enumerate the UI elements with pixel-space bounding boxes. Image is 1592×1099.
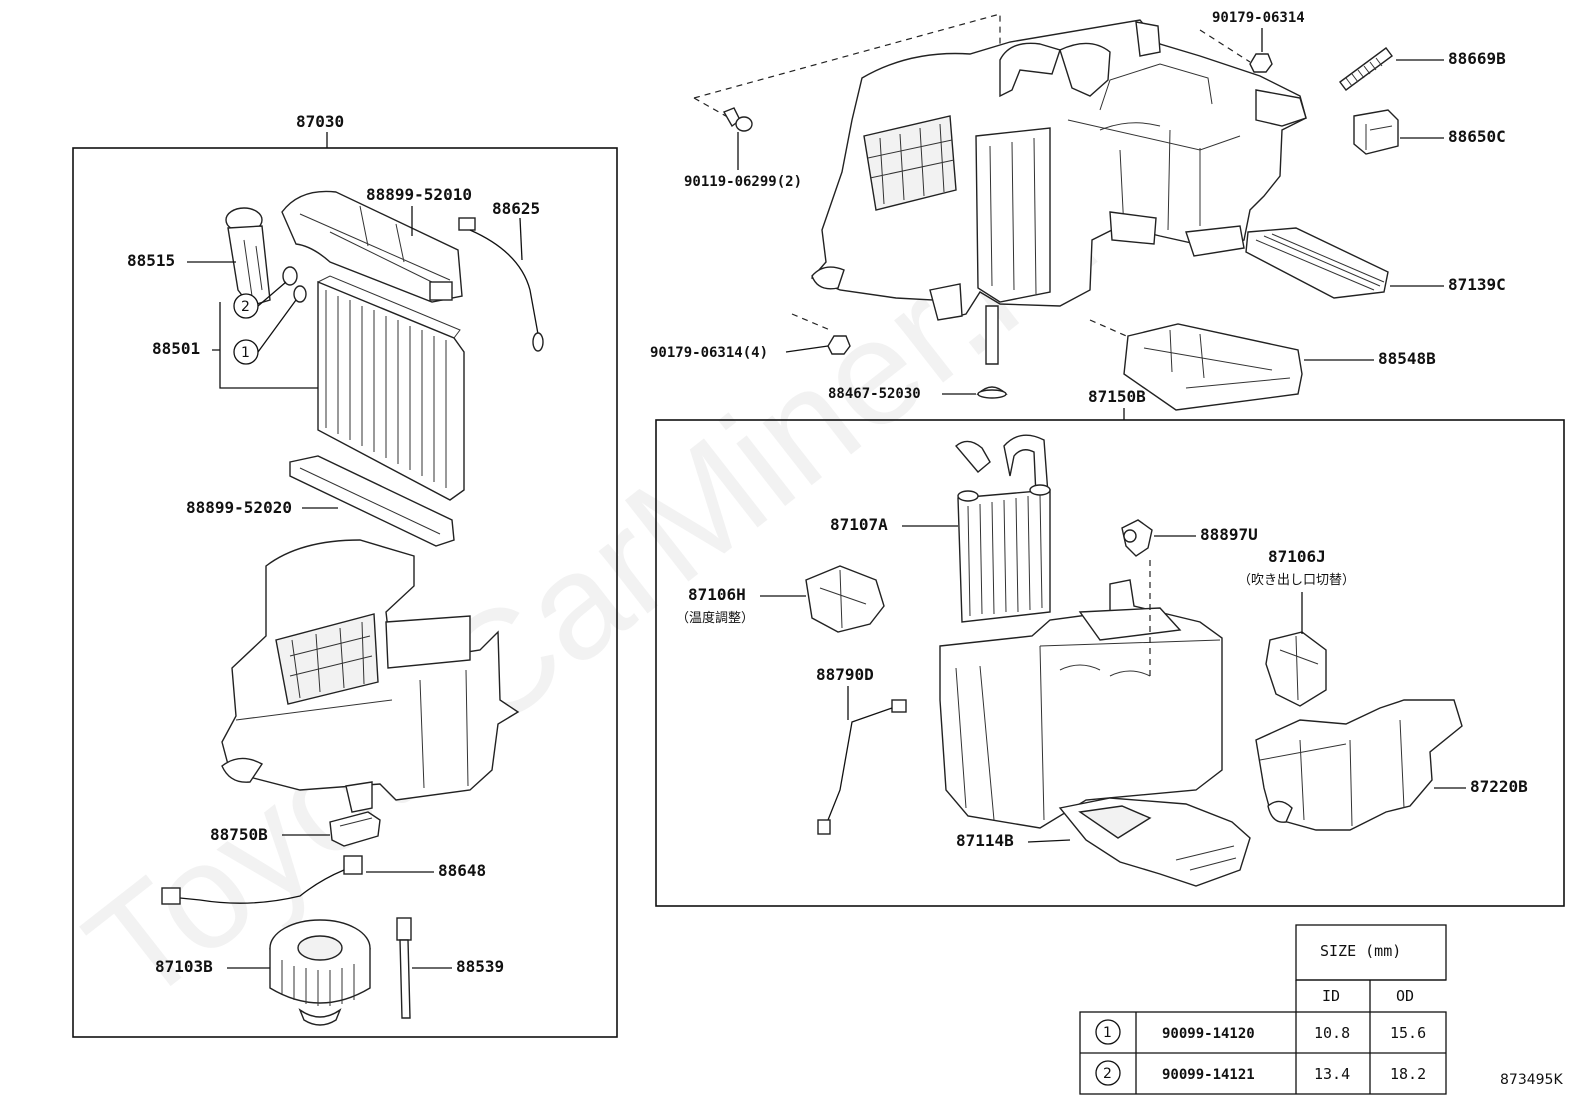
- svg-text:1: 1: [241, 345, 250, 361]
- size-table-row-od: 15.6: [1390, 1024, 1426, 1042]
- sensor-88897u-shape: [1121, 519, 1153, 557]
- evaporator-core-shape: [317, 275, 465, 501]
- wire-harness-shape: [161, 855, 363, 905]
- size-table-row-id: 10.8: [1314, 1024, 1350, 1042]
- size-table-row-id: 13.4: [1314, 1065, 1350, 1083]
- diagram-reference-code: 873495K: [1500, 1072, 1563, 1088]
- size-table-row-od: 18.2: [1390, 1065, 1426, 1083]
- callout-88467-52030[interactable]: 88467-52030: [828, 386, 921, 402]
- callout-88790d[interactable]: 88790D: [816, 665, 874, 684]
- callout-87220b[interactable]: 87220B: [1470, 777, 1528, 796]
- heater-core-shape: [955, 434, 1051, 623]
- right-assembly-group: 87150B 87107A 88897U 87106H （温度調整）: [655, 387, 1565, 907]
- callout-87114b[interactable]: 87114B: [956, 831, 1014, 850]
- cooling-unit-case-shape: [221, 539, 520, 813]
- callout-88899-52020[interactable]: 88899-52020: [186, 498, 292, 517]
- callout-87139c[interactable]: 87139C: [1448, 275, 1506, 294]
- size-table-row-part: 90099-14121: [1162, 1067, 1255, 1083]
- blower-motor-shape: [269, 919, 371, 1026]
- size-table-col-id: ID: [1322, 987, 1340, 1005]
- size-table-row[interactable]: 2 90099-14121 13.4 18.2: [1095, 1060, 1426, 1086]
- nut-90179-top-shape: [1249, 53, 1273, 73]
- size-table-row-mark: 1: [1103, 1025, 1112, 1041]
- evaporator-seal-shape: [289, 455, 455, 547]
- servo-87106j-shape: [1265, 631, 1327, 707]
- wire-88790d-shape: [817, 699, 907, 835]
- oring-marker-2: 2: [233, 293, 259, 319]
- grommet-88467-shape: [976, 386, 1008, 399]
- svg-text:2: 2: [241, 299, 250, 315]
- callout-87106h-note: （温度調整）: [676, 610, 754, 626]
- servo-87106h-shape: [805, 565, 885, 633]
- duct-87114b-shape: [1058, 797, 1251, 887]
- thermistor-sensor-shape: [458, 217, 544, 352]
- oring-size-table: SIZE (mm) ID OD 1 90099-14120 10.8 15.6 …: [1079, 924, 1447, 1095]
- aspirator-hose-shape: [396, 917, 412, 1019]
- callout-88539[interactable]: 88539: [456, 957, 504, 976]
- air-filter-87139c-shape: [1245, 227, 1389, 299]
- assembly-left-label[interactable]: 87030: [296, 112, 344, 131]
- blower-resistor-shape: [329, 811, 381, 847]
- size-table-col-od: OD: [1396, 987, 1414, 1005]
- callout-88899-52010[interactable]: 88899-52010: [366, 185, 472, 204]
- callout-88648[interactable]: 88648: [438, 861, 486, 880]
- callout-87106j[interactable]: 87106J: [1268, 547, 1326, 566]
- callout-88669b[interactable]: 88669B: [1448, 49, 1506, 68]
- callout-88501[interactable]: 88501: [152, 339, 200, 358]
- callout-88515[interactable]: 88515: [127, 251, 175, 270]
- callout-90179-06314-4[interactable]: 90179-06314(4): [650, 345, 768, 361]
- heater-case-shape: [939, 560, 1223, 829]
- amplifier-88650c-shape: [1353, 109, 1399, 155]
- size-table-row-part: 90099-14120: [1162, 1026, 1255, 1042]
- assembly-right-frame: [655, 419, 1565, 907]
- top-assembly-group: 90119-06299(2) 90179-06314 90179-06314(4…: [650, 10, 1506, 411]
- size-table-row[interactable]: 1 90099-14120 10.8 15.6: [1095, 1019, 1426, 1045]
- callout-88750b[interactable]: 88750B: [210, 825, 268, 844]
- callout-88897u[interactable]: 88897U: [1200, 525, 1258, 544]
- air-conditioning-unit-shape: [810, 19, 1307, 319]
- size-table-header: SIZE (mm): [1320, 942, 1401, 960]
- callout-87106h[interactable]: 87106H: [688, 585, 746, 604]
- callout-88650c[interactable]: 88650C: [1448, 127, 1506, 146]
- callout-88625[interactable]: 88625: [492, 199, 540, 218]
- callout-88548b[interactable]: 88548B: [1378, 349, 1436, 368]
- evaporator-pipe-shape: [281, 190, 463, 303]
- left-assembly-group: 87030 88515 88899-52010 88625: [72, 112, 618, 1038]
- size-table-row-mark: 2: [1103, 1066, 1112, 1082]
- control-panel-88548b-shape: [1123, 323, 1303, 411]
- callout-87107a[interactable]: 87107A: [830, 515, 888, 534]
- assembly-right-label[interactable]: 87150B: [1088, 387, 1146, 406]
- expansion-valve-shape: [225, 207, 307, 307]
- callout-90119-06299[interactable]: 90119-06299(2): [684, 174, 802, 190]
- mode-unit-87220b-shape: [1255, 699, 1463, 831]
- callout-87103b[interactable]: 87103B: [155, 957, 213, 976]
- callout-90179-06314-top[interactable]: 90179-06314: [1212, 10, 1305, 26]
- bolt-90119-shape: [722, 107, 753, 132]
- assembly-left-frame: [72, 147, 618, 1038]
- callout-87106j-note: （吹き出し口切替）: [1238, 573, 1355, 588]
- spring-88669b-shape: [1339, 47, 1393, 91]
- oring-marker-1: 1: [233, 339, 259, 365]
